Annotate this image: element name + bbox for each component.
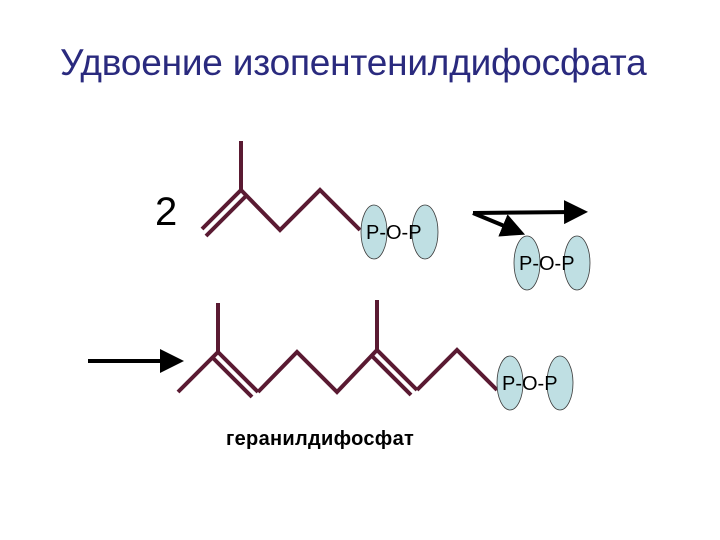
double-bond-line-2	[204, 194, 248, 238]
phosphate-ellipse-left	[496, 355, 524, 411]
double-bond-2-line-2	[370, 354, 413, 397]
product-name-label: геранилдифосфат	[226, 428, 415, 450]
geranyl-diphosphate-skeleton	[176, 300, 499, 399]
isopentenyl-diphosphate-skeleton	[200, 141, 362, 238]
phosphate-ellipse-right	[546, 355, 574, 411]
reactant-pop-label: P-O-P	[366, 222, 422, 244]
phosphate-ellipse-right	[411, 204, 439, 260]
chain-bonds-1	[256, 348, 379, 395]
released-pop-label: P-O-P	[519, 253, 575, 275]
chain-bonds-2	[415, 347, 499, 392]
arrow-branch-icon	[472, 211, 526, 237]
product-pop-label: P-O-P	[502, 373, 558, 395]
double-bond-2-line-1	[375, 348, 419, 392]
arrow-right-icon	[472, 200, 588, 225]
phosphate-ellipse-left	[360, 204, 388, 260]
reactant-diphosphate: P-O-P	[360, 204, 439, 260]
double-bond-1-line-2	[211, 356, 254, 399]
product-diphosphate: P-O-P	[496, 355, 574, 411]
released-diphosphate: P-O-P	[513, 235, 591, 291]
release-arrow	[472, 200, 588, 237]
stoichiometric-coefficient: 2	[155, 190, 178, 234]
double-bond-1-line-1	[216, 350, 260, 394]
double-bond-line-1	[200, 188, 243, 231]
phosphate-ellipse-right	[563, 235, 591, 291]
phosphate-ellipse-left	[513, 235, 541, 291]
slide-title: Удвоение изопентенилдифосфата	[60, 42, 647, 83]
methyl-bond-2	[176, 350, 220, 394]
chain-bonds	[239, 187, 362, 233]
